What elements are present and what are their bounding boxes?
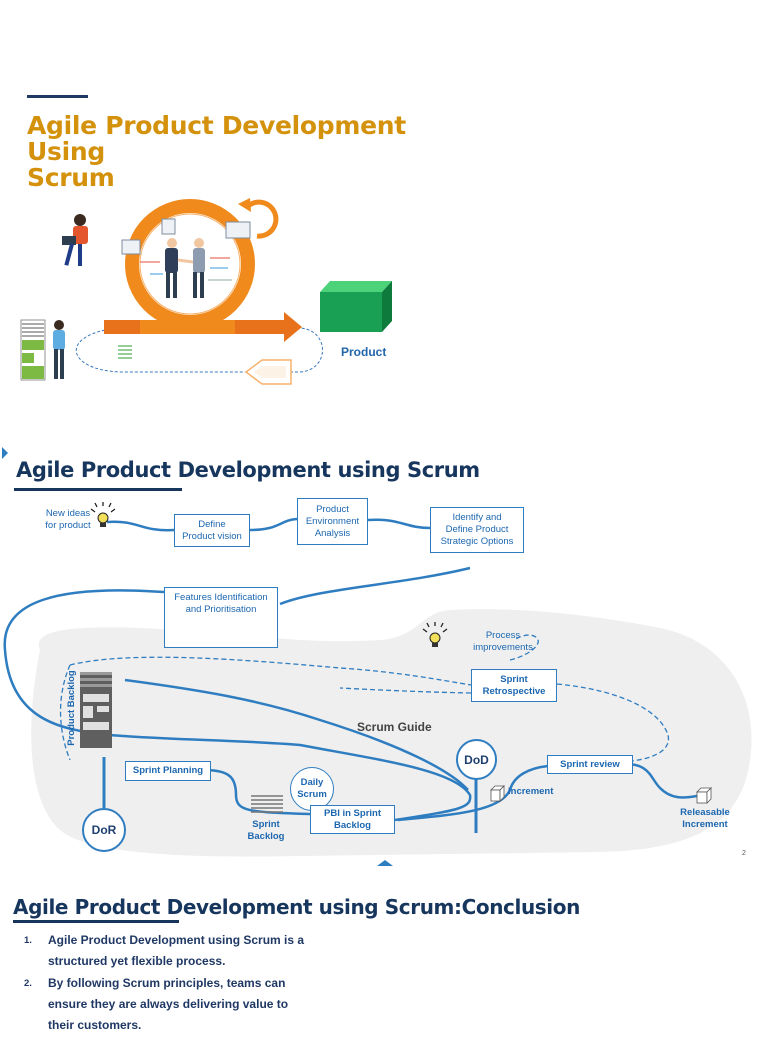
team-handshake-figures: [165, 238, 205, 298]
conclusion-item-text: structured yet flexible process.: [48, 954, 226, 968]
daily-cycle-arc: [245, 199, 279, 239]
increment-label: Increment: [508, 786, 554, 797]
slide1-title-line2: Scrum: [27, 163, 115, 192]
conclusion-item-text: ensure they are always delivering value …: [48, 997, 289, 1011]
product-box-icon: [320, 281, 392, 332]
strategy-flow-lines: [3, 517, 698, 822]
product-backlog-label: Product Backlog: [66, 670, 77, 746]
conclusion-item-text: their customers.: [48, 1018, 142, 1032]
process-document-icons: [121, 218, 251, 281]
conclusion-item-number: 1.: [24, 935, 32, 946]
page-number: 2: [742, 850, 746, 857]
backlog-loop-dashed: [75, 327, 323, 373]
sprint-backlog-mini-doc: [118, 345, 132, 359]
slide-marker-icon: [2, 447, 8, 459]
scrum-cycle-illustration: [20, 198, 392, 385]
sprint-backlog-icon: [251, 795, 283, 813]
scrum-flow-diagram: [3, 502, 752, 866]
product-backlog-stack: [20, 319, 65, 381]
increment-cube-icon: [490, 785, 505, 802]
releasable-increment-cube-icon: [696, 787, 712, 804]
slide1-title-line1: Agile Product Development Using: [27, 111, 406, 166]
slide-nav-marker: [377, 860, 393, 866]
new-ideas-lightbulb-icon: [90, 502, 116, 527]
scrum-guide-area: [31, 609, 752, 857]
conclusion-item-number: 2.: [24, 978, 32, 989]
conclusion-item: 1. Agile Product Development using Scrum…: [24, 930, 344, 972]
slide1-title: Agile Product Development Using Scrum: [27, 113, 487, 191]
product-owner-laptop-figure: [62, 214, 88, 266]
conclusion-item-text: Agile Product Development using Scrum is…: [48, 933, 305, 947]
slide3-title: Agile Product Development using Scrum:Co…: [13, 895, 580, 919]
sprint-planning-box: Sprint Planning: [125, 761, 211, 781]
conclusion-item: 2. By following Scrum principles, teams …: [24, 973, 344, 1036]
process-improvements-lightbulb-icon: [422, 622, 448, 647]
slide3-title-underline: [13, 920, 179, 923]
dor-circle: DoR: [82, 808, 126, 852]
arrow-head: [284, 312, 302, 342]
product-label: Product: [341, 345, 387, 359]
sprint-review-box: Sprint review: [547, 755, 633, 774]
dod-circle: DoD: [456, 739, 497, 780]
conclusion-list: 1. Agile Product Development using Scrum…: [24, 930, 344, 1037]
title-accent-bar: [27, 95, 88, 98]
product-backlog-stack-icon: [80, 672, 112, 748]
conclusion-item-text: By following Scrum principles, teams can: [48, 976, 286, 990]
sprint-dashed-loop: [59, 634, 670, 763]
slide2-title-underline: [14, 488, 182, 491]
scrum-guide-label: Scrum Guide: [357, 720, 432, 734]
slide2-title: Agile Product Development using Scrum: [16, 458, 480, 482]
